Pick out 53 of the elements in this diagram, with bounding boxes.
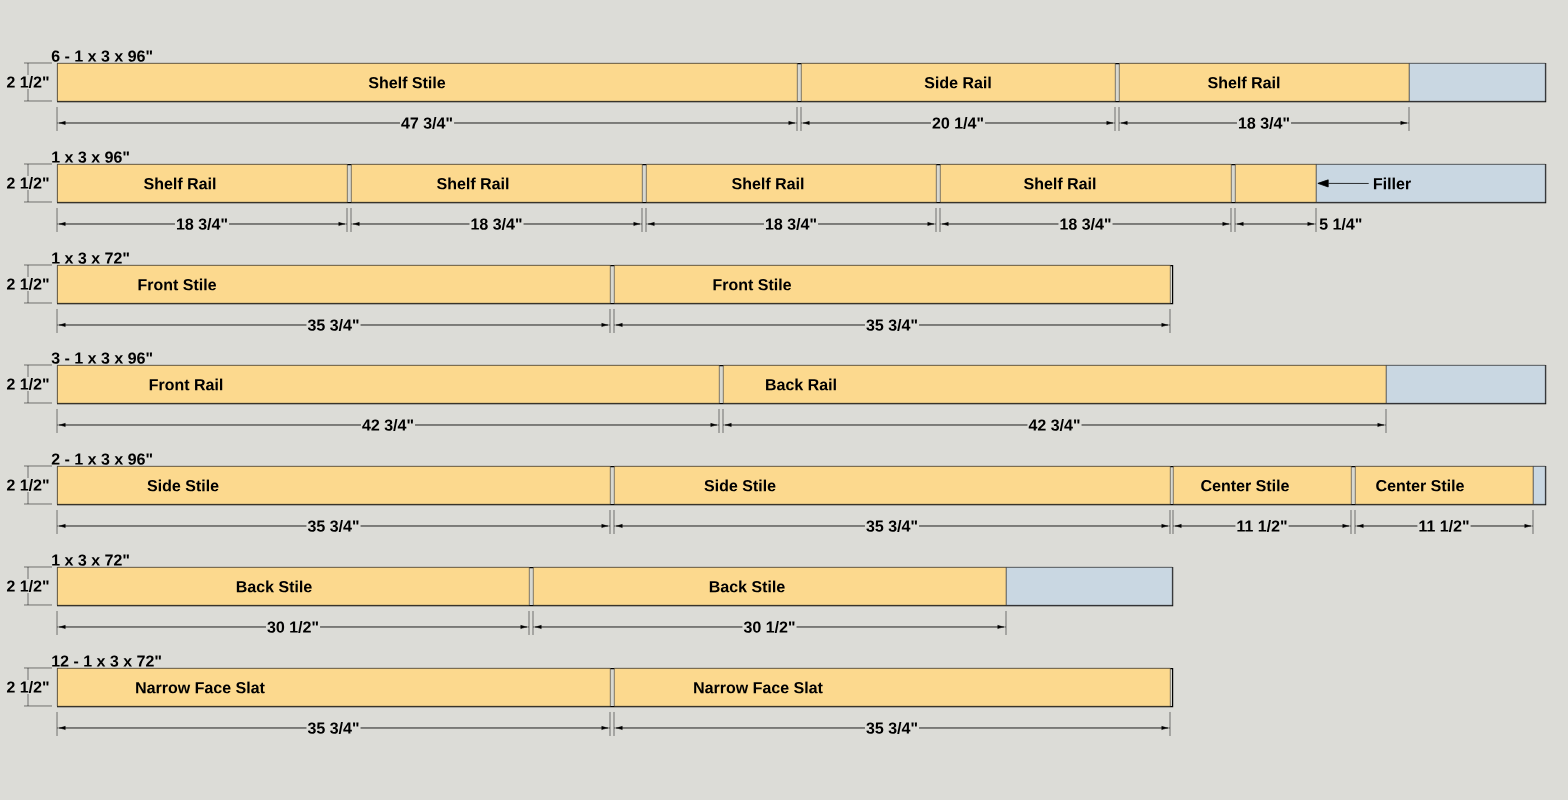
- dimension-label: 30 1/2": [266, 620, 321, 634]
- dimension-label: 42 3/4": [1027, 418, 1082, 432]
- waste-piece: [1409, 63, 1546, 102]
- dimension-label: 11 1/2": [1417, 519, 1471, 533]
- cut-piece: [1235, 164, 1317, 203]
- node-label: 1 x 3 x 72": [52, 252, 129, 264]
- node-label: 1 x 3 x 72": [52, 554, 129, 566]
- dimension-label: 18 3/4": [764, 217, 819, 231]
- waste-piece: [1386, 365, 1546, 404]
- cut-piece: Side Stile: [57, 465, 611, 505]
- dimension-label: 5 1/4": [1318, 217, 1364, 231]
- dimension-label: 35 3/4": [865, 519, 920, 533]
- cut-piece: Center Stile: [1173, 465, 1352, 505]
- dimension-label: 35 3/4": [865, 318, 920, 332]
- dimension-label: 47 3/4": [400, 116, 455, 130]
- cut-piece: Shelf Rail: [57, 164, 348, 203]
- cut-piece: Front Stile: [57, 265, 611, 304]
- cut-piece: Front Rail: [57, 365, 720, 404]
- cut-piece: Shelf Rail: [1119, 63, 1410, 102]
- dimension-label: 35 3/4": [865, 721, 920, 735]
- dimension-label: 18 3/4": [175, 217, 230, 231]
- dimension-label: 35 3/4": [306, 721, 361, 735]
- dimension-label: 35 3/4": [306, 318, 361, 332]
- node-label: 12 - 1 x 3 x 72": [52, 655, 161, 667]
- cut-piece: Back Stile: [57, 567, 530, 606]
- dimension-label: 18 3/4": [469, 217, 524, 231]
- dimension-label: 42 3/4": [361, 418, 416, 432]
- cut-piece: Narrow Face Slat: [57, 668, 611, 707]
- cut-piece: Side Rail: [801, 63, 1116, 102]
- cut-piece: Back Rail: [723, 365, 1387, 404]
- cut-piece: Back Stile: [533, 567, 1007, 606]
- cut-piece: Shelf Stile: [57, 63, 798, 102]
- dimension-label: 20 1/4": [931, 116, 986, 130]
- cut-piece: Shelf Rail: [646, 164, 937, 203]
- cut-piece: Narrow Face Slat: [614, 668, 1171, 707]
- waste-piece: [1533, 465, 1546, 505]
- dimension-label: 18 3/4": [1058, 217, 1113, 231]
- dimension-label: 18 3/4": [1236, 116, 1292, 130]
- cut-piece: Front Stile: [614, 265, 1171, 304]
- arrow: [1317, 179, 1370, 188]
- node-label: 2 - 1 x 3 x 96": [51, 453, 152, 465]
- node-label: 1 x 3 x 96": [52, 151, 129, 163]
- dimension-label: 35 3/4": [306, 519, 361, 533]
- cut-piece: Shelf Rail: [351, 164, 643, 203]
- node-label: 6 - 1 x 3 x 96": [51, 50, 152, 62]
- cut-piece: Shelf Rail: [940, 164, 1232, 203]
- waste-piece: [1006, 567, 1173, 606]
- dimension-label: 30 1/2": [742, 620, 797, 634]
- dimension-label: 11 1/2": [1235, 519, 1289, 533]
- waste-piece: Filler: [1316, 164, 1546, 203]
- cut-piece: Side Stile: [614, 465, 1171, 505]
- node-label: 3 - 1 x 3 x 96": [51, 352, 152, 364]
- cut-piece: Center Stile: [1355, 465, 1534, 505]
